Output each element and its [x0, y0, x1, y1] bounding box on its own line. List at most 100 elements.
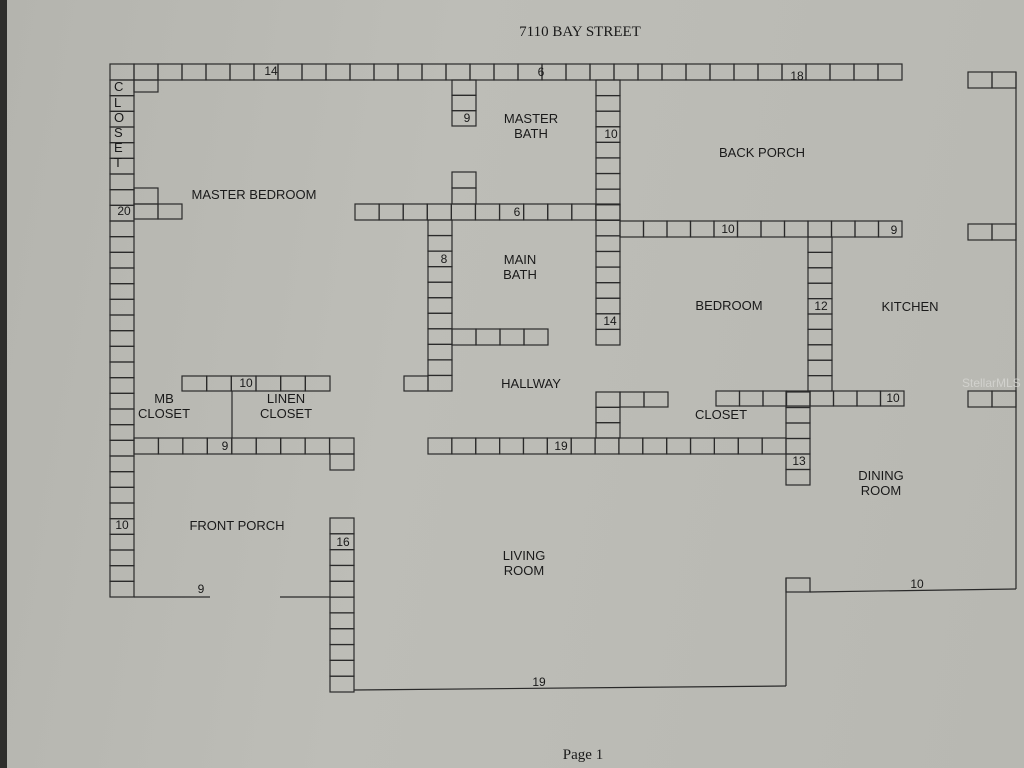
wall-cell — [231, 437, 257, 455]
wall-cell — [499, 437, 525, 455]
wall-cell — [809, 390, 835, 407]
wall-cell — [451, 79, 477, 96]
wall-cell — [595, 391, 621, 408]
dimension-label: 10 — [604, 127, 618, 141]
dimension-label: 10 — [721, 222, 735, 236]
room-master-bath: MASTER BATH — [503, 111, 559, 141]
wall-cell — [807, 344, 833, 361]
wall-cell — [205, 63, 231, 81]
wall-cell — [304, 375, 331, 392]
wall-cell — [109, 471, 135, 488]
wall-cell — [109, 173, 135, 191]
wall-cell — [109, 533, 135, 551]
wall-cell — [427, 312, 453, 330]
wall-cell — [666, 437, 692, 455]
wall-cell — [109, 439, 135, 457]
wall-cell — [785, 437, 811, 455]
wall-cell — [427, 374, 453, 392]
wall-cell — [619, 391, 645, 408]
wall-cell — [451, 328, 477, 346]
wall-cell — [643, 391, 669, 408]
wall-cell — [854, 220, 880, 238]
wall-cell — [304, 437, 331, 455]
room-master-bedroom: MASTER BEDROOM — [191, 187, 317, 202]
wall-cell — [402, 203, 428, 221]
wall-line — [809, 588, 1017, 593]
wall-cell — [427, 328, 453, 345]
wall-cell — [109, 549, 135, 567]
wall-cell — [613, 63, 639, 81]
page-number: Page 1 — [562, 747, 604, 763]
wall-cell — [595, 188, 621, 206]
wall-cell — [807, 328, 833, 346]
wall-cell — [109, 408, 135, 426]
wall-cell — [427, 234, 453, 252]
room-main-bath: MAIN BATH — [503, 252, 537, 282]
wall-cell — [325, 63, 351, 81]
wall-cell — [541, 63, 567, 81]
wall-cell — [329, 564, 355, 582]
wall-cell — [451, 171, 477, 189]
wall-cell — [329, 453, 355, 471]
wall-cell — [109, 220, 135, 238]
dimension-label: 19 — [532, 675, 546, 689]
wall-cell — [877, 220, 903, 238]
wall-cell — [329, 580, 355, 598]
wall-cell — [785, 391, 811, 409]
wall-cell — [329, 659, 355, 677]
wall-cell — [736, 220, 762, 238]
dimension-label: 13 — [792, 454, 806, 468]
wall-cell — [109, 565, 135, 582]
wall-cell — [595, 94, 621, 112]
wall-cell — [475, 437, 501, 455]
dimension-label: 9 — [221, 439, 229, 453]
wall-cell — [451, 437, 477, 455]
wall-cell — [378, 203, 404, 221]
room-living-room: LIVING ROOM — [502, 548, 546, 578]
wall-cell — [853, 63, 879, 81]
wall-cell — [637, 63, 663, 81]
closet-letter: L — [114, 95, 122, 110]
room-kitchen: KITCHEN — [881, 299, 939, 314]
wall-cell — [595, 235, 621, 253]
wall-cell — [760, 220, 786, 238]
wall-cell — [709, 63, 735, 81]
wall-cell — [329, 675, 355, 693]
wall-cell — [595, 406, 621, 424]
wall-cell — [109, 580, 135, 598]
wall-cell — [761, 437, 787, 455]
wall-cell — [427, 281, 453, 299]
wall-cell — [666, 220, 692, 238]
wall-cell — [967, 223, 993, 241]
wall-cell — [427, 219, 453, 237]
wall-cell — [879, 390, 905, 407]
wall-cell — [181, 375, 208, 392]
room-closet: CLOSET — [694, 407, 748, 422]
dimension-label: 10 — [886, 391, 900, 405]
wall-cell — [450, 203, 477, 221]
dimension-label: 20 — [117, 204, 131, 218]
dimension-label: 12 — [814, 299, 828, 313]
wall-cell — [182, 437, 208, 455]
wall-cell — [373, 63, 399, 81]
dimension-label: 9 — [197, 582, 205, 596]
wall-cell — [109, 298, 135, 316]
wall-cell — [619, 220, 645, 238]
wall-cell — [783, 220, 809, 238]
wall-cell — [715, 390, 741, 407]
closet-letter: S — [114, 125, 123, 140]
room-bedroom: BEDROOM — [695, 298, 763, 313]
wall-cell — [685, 63, 711, 81]
wall-cell — [785, 390, 811, 407]
wall-cell — [785, 422, 811, 440]
wall-cell — [595, 250, 621, 268]
wall-cell — [523, 328, 549, 346]
wall-cell — [157, 437, 184, 455]
wall-cell — [109, 377, 135, 394]
closet-letter: T — [114, 155, 122, 170]
wall-cell — [877, 63, 903, 81]
wall-cell — [991, 223, 1017, 241]
wall-cell — [109, 455, 135, 473]
wall-cell — [991, 390, 1017, 408]
dimension-label: 9 — [890, 223, 898, 237]
